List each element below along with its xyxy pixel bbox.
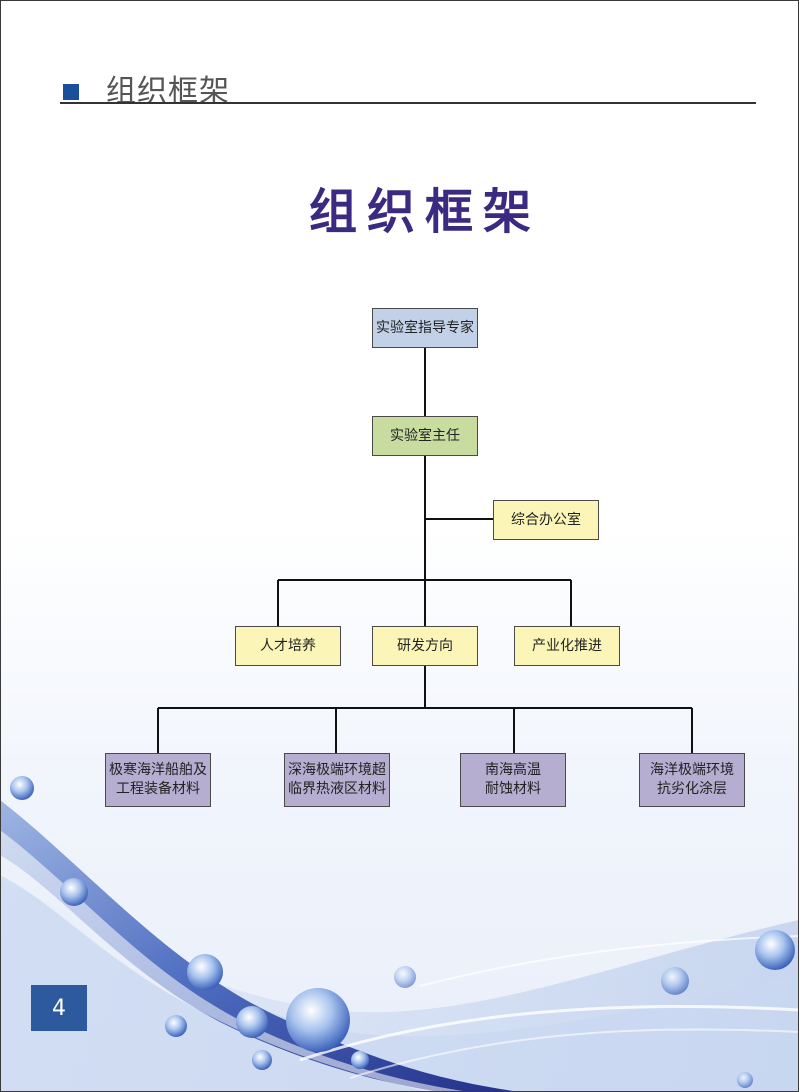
water-wave-decoration	[0, 776, 799, 1092]
page-title: 组织框架	[308, 184, 541, 240]
node-research-direction-label: 研发方向	[397, 637, 453, 654]
header-bullet-square	[63, 84, 79, 100]
node-industrialization: 产业化推进	[514, 626, 620, 666]
page-number-label: 4	[52, 995, 66, 1021]
node-industrialization-label: 产业化推进	[532, 637, 602, 654]
header-divider	[60, 102, 756, 104]
node-general-office-label: 综合办公室	[511, 511, 581, 528]
node-general-office: 综合办公室	[493, 500, 599, 540]
node-lab-director-label: 实验室主任	[390, 427, 460, 444]
node-research-direction: 研发方向	[372, 626, 478, 666]
node-research-area-1: 极寒海洋船舶及 工程装备材料	[105, 753, 211, 807]
node-research-area-1-label: 极寒海洋船舶及 工程装备材料	[109, 762, 207, 797]
node-research-area-3-label: 南海高温 耐蚀材料	[485, 762, 541, 797]
node-lab-director: 实验室主任	[372, 416, 478, 456]
node-talent-training-label: 人才培养	[260, 637, 316, 654]
org-chart-connectors	[157, 348, 693, 754]
node-research-area-4-label: 海洋极端环境 抗劣化涂层	[650, 762, 734, 797]
page-number: 4	[31, 985, 87, 1031]
node-lab-expert-label: 实验室指导专家	[376, 319, 474, 336]
node-lab-expert: 实验室指导专家	[372, 308, 478, 348]
node-research-area-2: 深海极端环境超 临界热液区材料	[284, 753, 390, 807]
node-research-area-3: 南海高温 耐蚀材料	[460, 753, 566, 807]
node-talent-training: 人才培养	[235, 626, 341, 666]
node-research-area-4: 海洋极端环境 抗劣化涂层	[639, 753, 745, 807]
node-research-area-2-label: 深海极端环境超 临界热液区材料	[288, 762, 386, 797]
